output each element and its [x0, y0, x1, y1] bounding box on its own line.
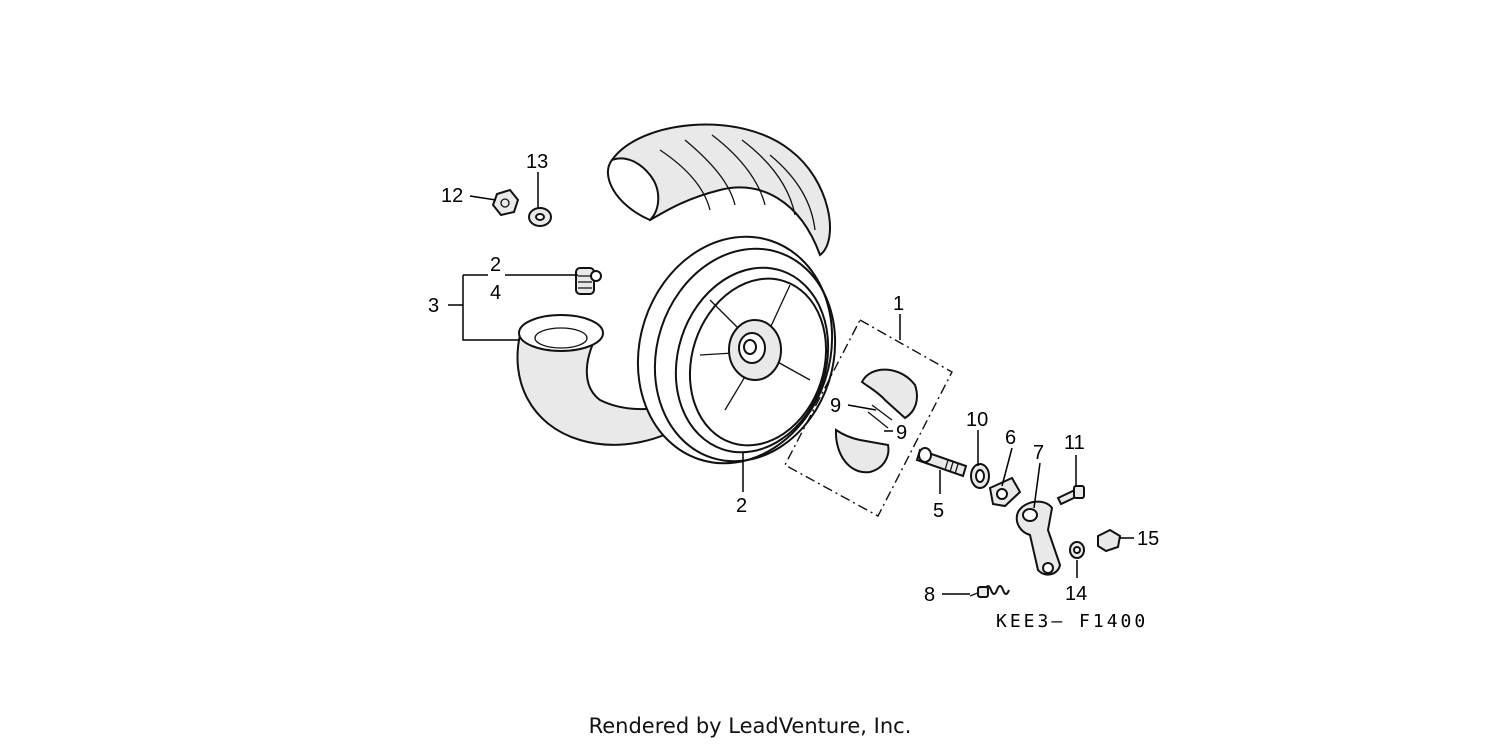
footer-credit: Rendered by LeadVenture, Inc.	[588, 714, 912, 738]
brake-arm-part[interactable]	[1015, 500, 1062, 576]
tire-part[interactable]	[606, 123, 831, 257]
brake-shoe-set[interactable]	[784, 319, 953, 517]
callout-3: 3	[428, 295, 439, 317]
callout-13: 13	[526, 151, 548, 173]
joint-pin-part[interactable]	[1069, 541, 1085, 559]
wheel-rim-part[interactable]	[609, 211, 862, 488]
adjusting-nut-part[interactable]	[1097, 528, 1122, 553]
indicator-plate-part[interactable]	[988, 476, 1022, 508]
leader-lines	[448, 172, 1134, 595]
washer-part[interactable]	[528, 207, 552, 227]
callout-7: 7	[1033, 442, 1044, 464]
callout-12: 12	[441, 185, 463, 207]
callout-5: 5	[933, 500, 944, 522]
return-spring-part[interactable]	[969, 585, 1010, 598]
callout-14: 14	[1065, 583, 1087, 605]
callout-6: 6	[1005, 427, 1016, 449]
callout-9-a: 9	[830, 395, 841, 417]
callout-8: 8	[924, 584, 935, 606]
callout-1: 1	[893, 293, 904, 315]
callout-9-b: 9	[896, 422, 907, 444]
valve-part[interactable]	[575, 267, 602, 295]
callout-4: 4	[490, 282, 501, 304]
callout-11: 11	[1064, 432, 1085, 454]
brake-cam-part[interactable]	[915, 447, 968, 478]
axle-nut-part[interactable]	[491, 188, 520, 217]
callout-15: 15	[1137, 528, 1159, 550]
callout-10: 10	[966, 409, 988, 431]
dust-seal-part[interactable]	[970, 463, 990, 489]
callout-2-bottom: 2	[736, 495, 747, 517]
callout-2-top: 2	[490, 254, 501, 276]
bolt-part[interactable]	[1056, 485, 1085, 506]
figure-code: KEE3– F1400	[996, 611, 1148, 632]
